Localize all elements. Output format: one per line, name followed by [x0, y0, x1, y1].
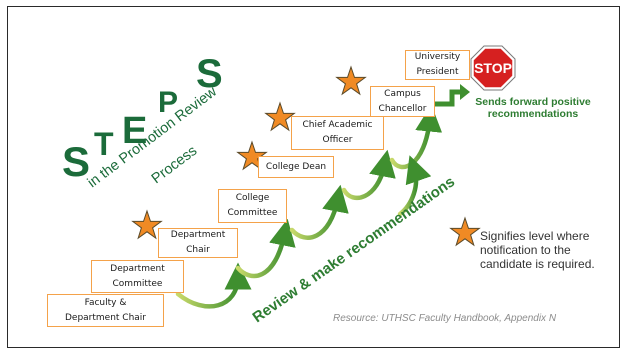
star-icon	[264, 101, 296, 132]
sends-forward-arrow-icon	[435, 89, 462, 107]
curved-arrow-icon	[341, 149, 396, 201]
title-letter-4: P	[158, 86, 178, 119]
step-line: Chancellor	[378, 103, 427, 114]
curved-arrow-icon	[289, 184, 349, 240]
step-line: President	[416, 67, 459, 77]
title-letter-1: S	[62, 138, 90, 185]
star-icon	[236, 140, 268, 171]
step-box-faculty-department-chair: Faculty & Department Chair	[47, 294, 164, 327]
curved-arrow-icon	[235, 218, 296, 279]
step-line: Committee	[227, 208, 278, 218]
step-line: Committee	[112, 278, 163, 289]
step-line: Department	[170, 230, 226, 240]
step-line: Officer	[322, 135, 353, 145]
legend-star-icon	[449, 216, 481, 247]
step-line: Chair	[186, 245, 210, 255]
step-line: Faculty &	[84, 297, 127, 308]
title-letter-3: E	[122, 110, 147, 152]
step-line: University	[414, 52, 461, 62]
step-line: Department Chair	[64, 312, 147, 323]
step-line: College Dean	[265, 161, 327, 172]
step-box-college-dean: College Dean	[258, 156, 334, 178]
stop-sign-icon: STOP	[470, 45, 516, 91]
curved-arrow-icon	[397, 155, 432, 217]
arrow-head-icon	[460, 84, 470, 100]
curved-arrow-icon	[389, 104, 443, 170]
legend-text: Signifies level where notification to th…	[480, 229, 595, 271]
curved-arrow-icon	[175, 262, 252, 309]
title-letter-5: S	[196, 52, 223, 96]
resource-citation: Resource: UTHSC Faculty Handbook, Append…	[333, 313, 557, 324]
star-icon	[335, 65, 367, 96]
step-line: College	[235, 193, 270, 203]
stop-sign-text: STOP	[474, 60, 512, 76]
slide-frame	[7, 6, 620, 348]
step-line: Department	[110, 263, 165, 274]
step-line: Campus	[384, 88, 421, 99]
sends-forward-text: Sends forward positive recommendations	[475, 96, 591, 120]
title-letter-2: T	[94, 126, 114, 162]
step-line: Chief Academic	[302, 120, 373, 130]
star-icon	[131, 209, 163, 240]
